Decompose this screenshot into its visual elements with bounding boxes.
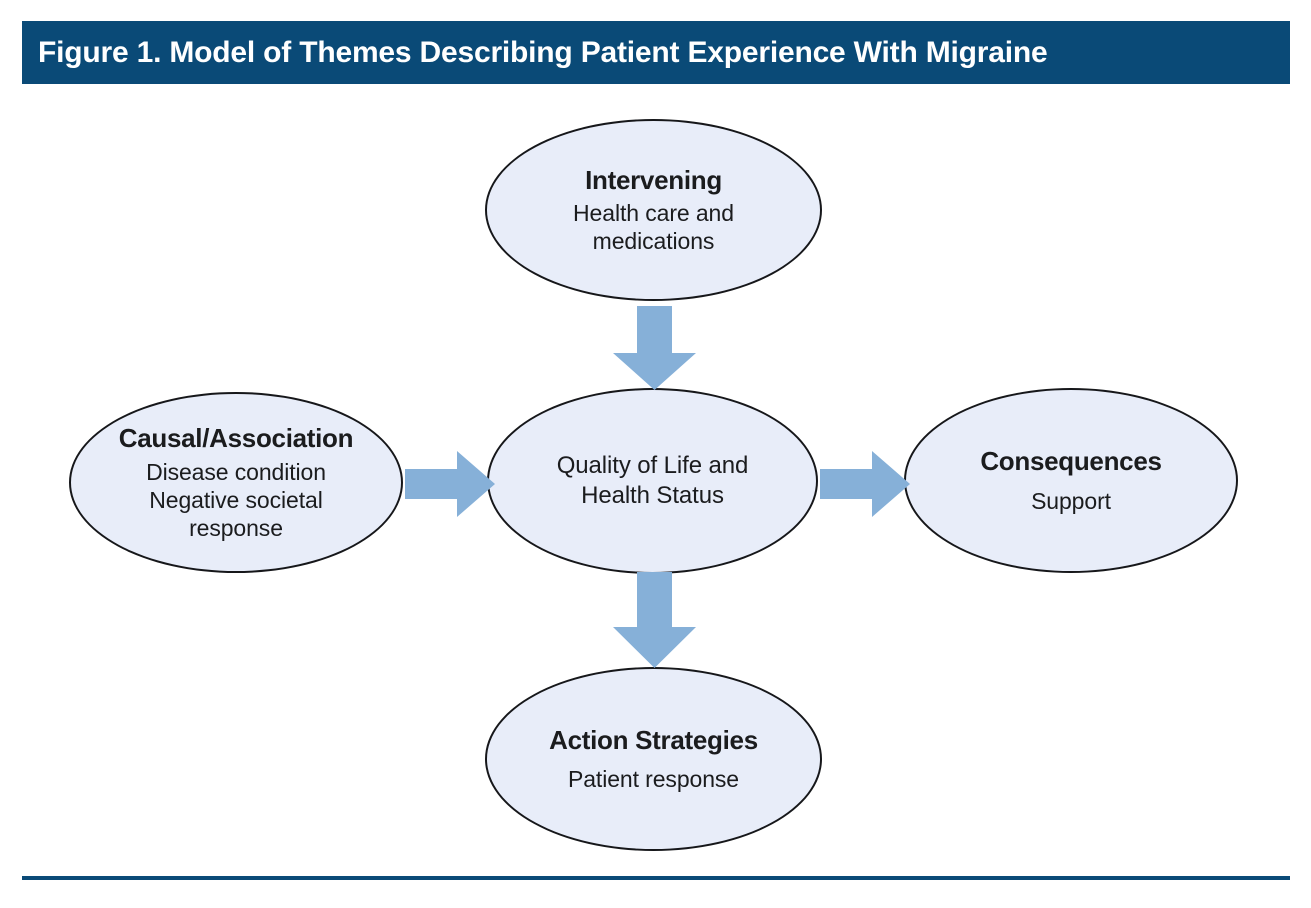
node-consequences-heading: Consequences	[980, 446, 1162, 477]
arrow-right-quality-to-consequences-icon	[820, 451, 910, 517]
node-causal-association-subtext: Disease condition Negative societal resp…	[146, 458, 326, 542]
figure-title-bar: Figure 1. Model of Themes Describing Pat…	[22, 21, 1290, 84]
node-action-strategies[interactable]: Action Strategies Patient response	[485, 667, 822, 851]
node-consequences-subtext-line1: Support	[1031, 487, 1111, 514]
node-action-strategies-subtext-line1: Patient response	[567, 766, 739, 793]
footer-divider	[22, 876, 1290, 880]
node-consequences-subtext: Support	[1031, 487, 1111, 515]
arrow-down-quality-to-action-strategies-icon	[613, 572, 696, 668]
node-action-strategies-heading: Action Strategies	[549, 724, 758, 755]
node-causal-association-subtext-line1: Disease condition	[146, 458, 326, 485]
node-intervening[interactable]: Intervening Health care and medications	[485, 119, 822, 301]
node-quality-of-life[interactable]: Quality of Life and Health Status	[487, 388, 818, 574]
node-intervening-subtext-line2: medications	[592, 228, 715, 255]
node-causal-association-subtext-line3: response	[189, 514, 283, 541]
node-causal-association[interactable]: Causal/Association Disease condition Neg…	[69, 392, 403, 573]
node-consequences[interactable]: Consequences Support	[904, 388, 1238, 573]
figure-title: Figure 1. Model of Themes Describing Pat…	[38, 35, 1048, 69]
arrow-down-intervening-to-quality-icon	[613, 306, 696, 390]
node-intervening-subtext: Health care and medications	[573, 199, 734, 255]
arrow-right-causal-to-quality-icon	[405, 451, 495, 517]
node-quality-of-life-text: Quality of Life and Health Status	[557, 451, 749, 511]
node-action-strategies-subtext: Patient response	[568, 765, 739, 793]
node-causal-association-heading: Causal/Association	[118, 423, 354, 454]
node-intervening-subtext-line1: Health care and	[573, 200, 734, 227]
themes-model-diagram: Intervening Health care and medications …	[0, 84, 1311, 874]
node-quality-of-life-text-line1: Quality of Life and	[556, 452, 749, 479]
node-causal-association-subtext-line2: Negative societal	[149, 486, 323, 513]
node-intervening-heading: Intervening	[585, 164, 722, 195]
node-quality-of-life-text-line2: Health Status	[581, 482, 724, 509]
